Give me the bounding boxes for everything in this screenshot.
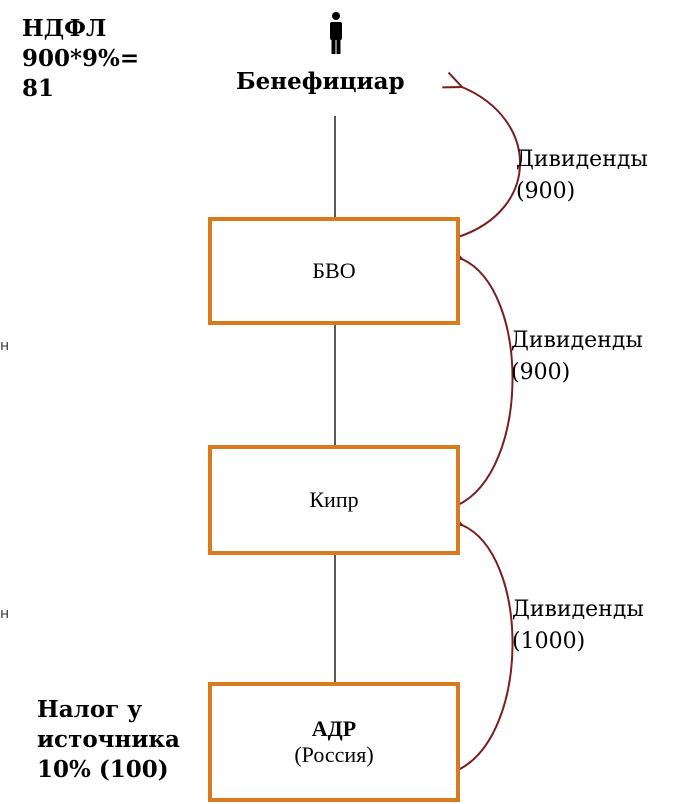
ndfl-note-line-2: 900*9%= — [22, 44, 140, 72]
flow-label-1: Дивиденды (900) — [516, 144, 648, 208]
dividend-arrow-bvo-to-beneficiary — [458, 87, 521, 238]
flow-label-2-text: Дивиденды — [511, 328, 643, 353]
entity-box-cyprus: Кипр — [208, 445, 460, 555]
ndfl-note-line-1: НДФЛ — [22, 15, 107, 42]
entity-country-adr: (Россия) — [294, 742, 374, 767]
withholding-tax-note: Налог у источника 10% (100) — [37, 695, 180, 785]
flow-label-3: Дивиденды (1000) — [512, 594, 644, 658]
dividend-arrow-cyprus-to-bvo — [458, 259, 514, 506]
ndfl-note: НДФЛ 900*9%= 81 — [22, 14, 139, 104]
flow-label-1-amount: (900) — [516, 178, 576, 204]
left-edge-mark-2: н — [0, 606, 10, 622]
withholding-tax-line-2: источника — [37, 725, 180, 753]
flow-label-3-amount: (1000) — [512, 628, 586, 654]
entity-name-adr: АДР — [311, 716, 357, 741]
flow-label-3-text: Дивиденды — [512, 597, 644, 622]
flow-label-2-amount: (900) — [511, 359, 571, 385]
entity-name-bvo: БВО — [312, 258, 356, 283]
withholding-tax-line-3: 10% (100) — [37, 755, 169, 783]
left-edge-mark-1: н — [0, 338, 10, 354]
entity-box-bvo: БВО — [208, 217, 460, 325]
withholding-tax-line-1: Налог у — [37, 696, 143, 723]
person-icon — [330, 12, 342, 54]
flow-label-2: Дивиденды (900) — [511, 325, 643, 389]
beneficiary-label: Бенефициар — [236, 68, 405, 95]
entity-box-adr: АДР (Россия) — [208, 682, 460, 802]
entity-name-cyprus: Кипр — [309, 487, 359, 512]
flow-label-1-text: Дивиденды — [516, 147, 648, 172]
ndfl-note-line-3: 81 — [22, 74, 55, 102]
dividend-arrow-adr-to-cyprus — [458, 525, 514, 771]
